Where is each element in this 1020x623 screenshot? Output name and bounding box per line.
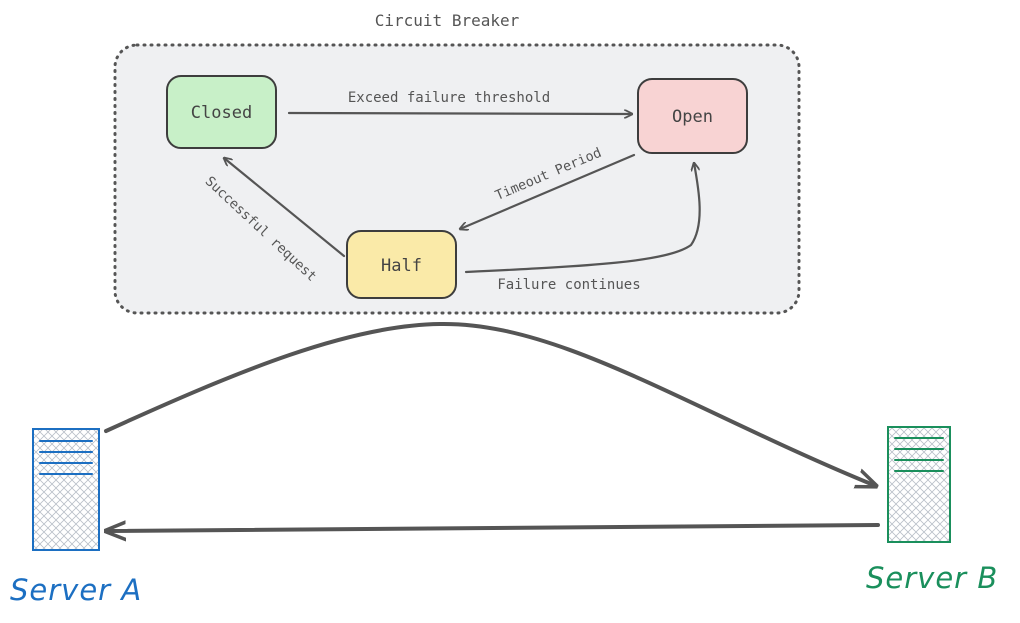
label-exceed-threshold: Exceed failure threshold xyxy=(348,90,550,106)
state-open-label: Open xyxy=(672,107,713,127)
state-half-box xyxy=(346,230,457,299)
group-title: Circuit Breaker xyxy=(375,11,520,30)
state-closed-box xyxy=(166,75,277,149)
server-b-icon xyxy=(887,426,951,543)
label-failure-continues: Failure continues xyxy=(497,277,640,293)
server-b-label: Server B xyxy=(866,561,998,595)
server-a: Server A xyxy=(10,428,142,607)
arrow-half-to-open xyxy=(464,163,701,274)
state-half-label: Half xyxy=(381,256,422,276)
state-half: Half xyxy=(346,230,457,299)
state-open-box xyxy=(637,78,748,154)
state-open: Open xyxy=(637,78,748,154)
server-a-icon xyxy=(32,428,100,551)
transition-failure-continues: Failure continues xyxy=(464,163,701,293)
server-a-label: Server A xyxy=(10,573,142,607)
server-a-rack-lines xyxy=(39,440,93,475)
request-arrow-a-to-b xyxy=(104,321,876,486)
server-b-rack-lines xyxy=(894,437,944,472)
state-closed-label: Closed xyxy=(191,103,252,123)
arrow-half-to-closed xyxy=(224,158,346,258)
transition-exceed-threshold: Exceed failure threshold xyxy=(287,90,634,114)
arrow-closed-to-open xyxy=(287,113,634,114)
state-closed: Closed xyxy=(166,75,277,149)
response-arrow-b-to-a xyxy=(106,525,880,531)
server-b: Server B xyxy=(866,426,998,595)
arrow-open-to-half xyxy=(460,153,636,229)
